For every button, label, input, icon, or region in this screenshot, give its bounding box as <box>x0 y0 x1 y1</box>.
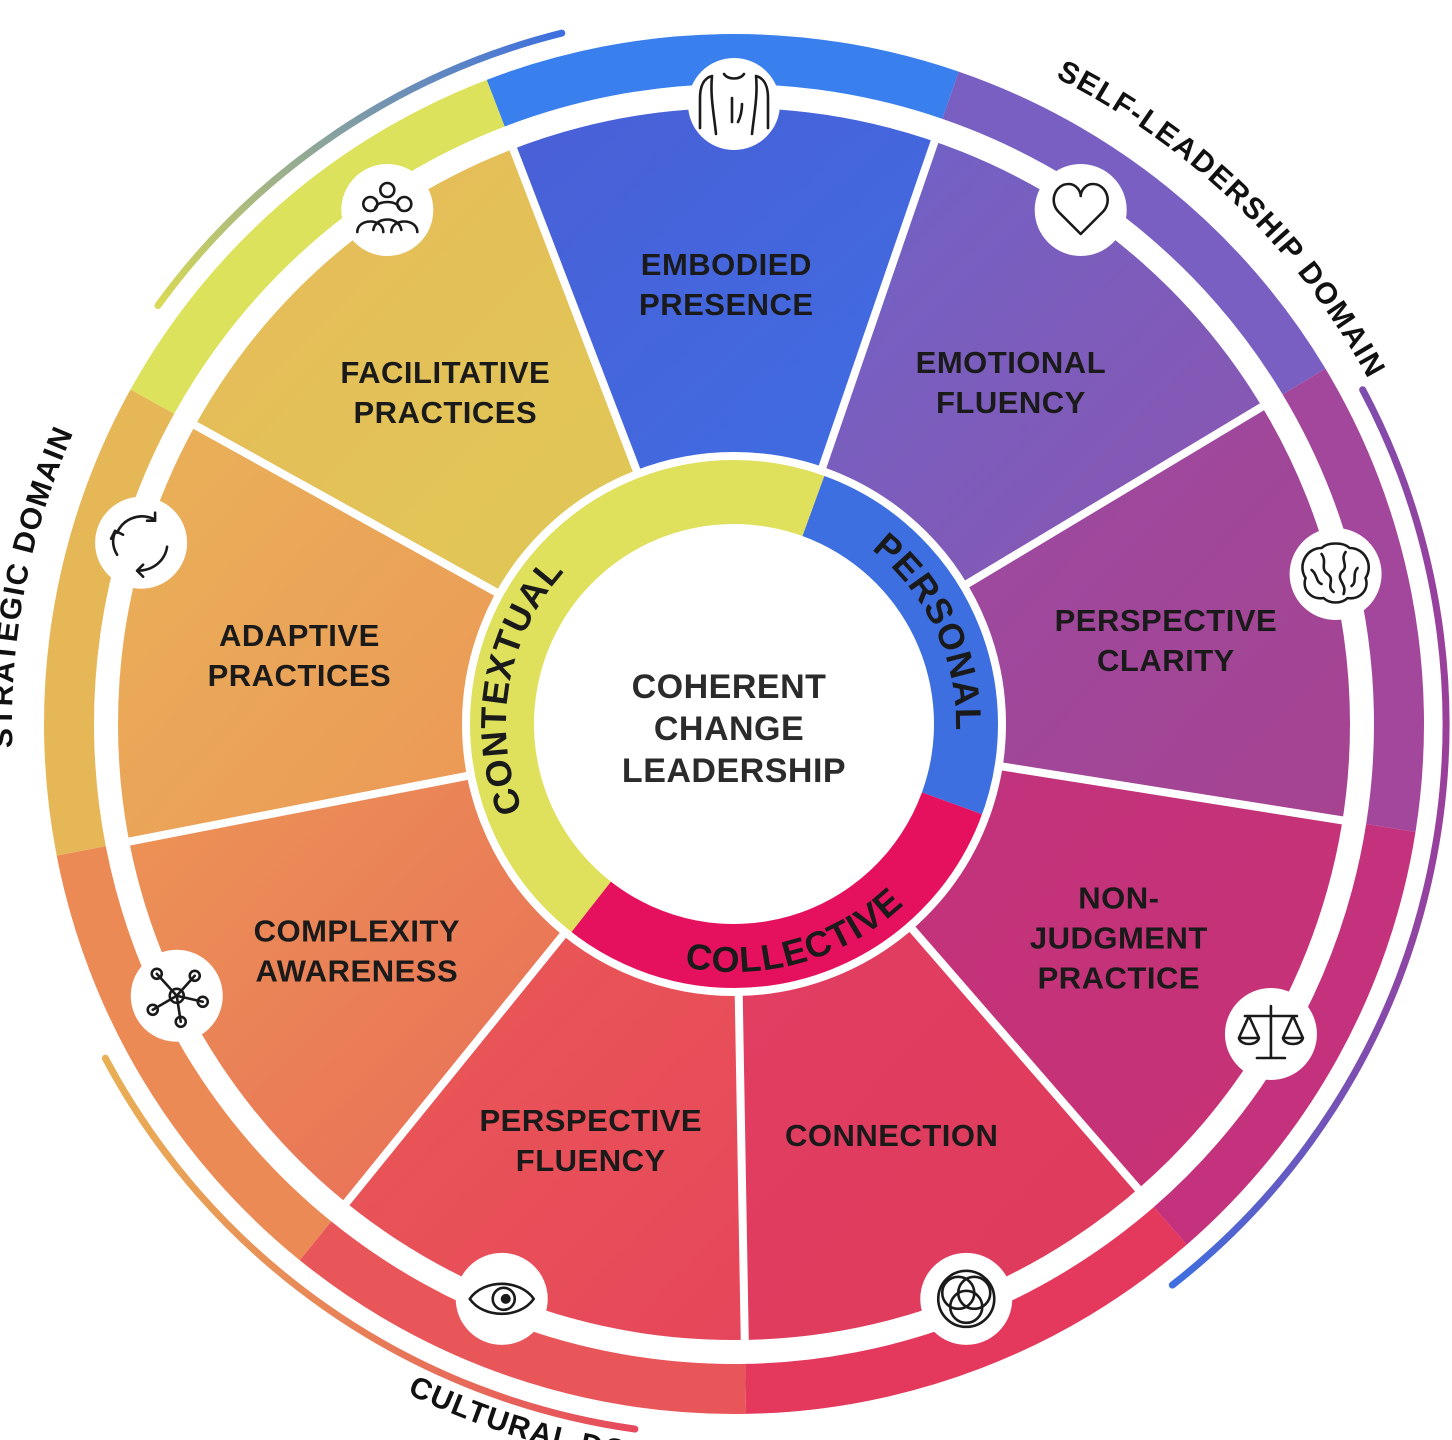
segment-label-line: CONNECTION <box>785 1118 998 1153</box>
outer-band-6 <box>299 1221 747 1414</box>
segment-label: CONNECTION <box>785 1118 998 1153</box>
segment-label-line: JUDGMENT <box>1030 920 1208 955</box>
brain-icon <box>1289 528 1382 621</box>
segment-divider <box>961 401 1268 590</box>
overlapping-circles-icon <box>920 1252 1013 1345</box>
segment-label-line: PRACTICES <box>208 658 392 693</box>
segment-label-line: ADAPTIVE <box>219 618 380 653</box>
scales-icon <box>1224 988 1317 1080</box>
center-line-1: COHERENT <box>632 668 827 706</box>
segment-label-line: EMBODIED <box>641 247 812 282</box>
center-title: COHERENT CHANGE LEADERSHIP <box>622 668 846 790</box>
segment-label: COMPLEXITY AWARENESS <box>254 914 461 989</box>
outer-band-3 <box>1282 368 1425 832</box>
segment-label: NON- JUDGMENT PRACTICE <box>1030 880 1208 995</box>
ring-collective <box>569 792 986 992</box>
segment-label-line: FACILITATIVE <box>340 355 550 390</box>
outer-band-8 <box>43 389 175 856</box>
strategic-domain-arc-top <box>154 29 566 309</box>
segment-emotional-fluency[interactable] <box>821 137 1266 586</box>
segment-label-line: AWARENESS <box>256 954 459 989</box>
eye-icon <box>455 1252 548 1345</box>
segment-label-line: FLUENCY <box>936 385 1086 420</box>
outer-band-2 <box>942 71 1326 395</box>
segment-divider <box>906 923 1144 1195</box>
center-line-2: CHANGE <box>654 710 804 748</box>
heart-icon <box>1034 163 1127 256</box>
segment-label-line: COMPLEXITY <box>254 914 461 949</box>
segment-label-line: PRESENCE <box>639 287 814 322</box>
body-torso-icon <box>688 58 780 150</box>
segment-label-line: PRACTICE <box>1038 960 1200 995</box>
segment-label-line: PERSPECTIVE <box>1055 603 1278 638</box>
segment-label: FACILITATIVE PRACTICES <box>340 355 550 430</box>
segment-divider <box>189 419 502 598</box>
segment-label: ADAPTIVE PRACTICES <box>208 618 392 693</box>
segment-complexity-awareness[interactable] <box>125 775 566 1206</box>
outer-band-5 <box>745 1207 1187 1414</box>
self-leadership-domain-arc <box>1168 386 1450 1289</box>
segment-label: EMBODIED PRESENCE <box>639 247 814 322</box>
segment-label: PERSPECTIVE FLUENCY <box>479 1103 702 1178</box>
ring-contextual <box>466 456 826 936</box>
segment-perspective-clarity[interactable] <box>963 404 1355 821</box>
segment-label-line: FLUENCY <box>516 1143 666 1178</box>
segment-label-line: CLARITY <box>1097 643 1235 678</box>
center-line-3: LEADERSHIP <box>622 752 846 790</box>
outer-band-9 <box>130 79 505 414</box>
segment-label: EMOTIONAL FLUENCY <box>916 345 1107 420</box>
segment-label-line: PERSPECTIVE <box>479 1103 702 1138</box>
segment-divider <box>508 143 642 476</box>
segment-divider <box>817 136 940 472</box>
segment-connection[interactable] <box>738 926 1141 1344</box>
center-disc <box>544 534 924 914</box>
segment-divider <box>998 761 1347 825</box>
segment-adaptive-practices[interactable] <box>114 423 500 843</box>
segment-embodied-presence[interactable] <box>511 103 936 474</box>
segment-perspective-fluency[interactable] <box>343 932 745 1344</box>
segment-label-line: PRACTICES <box>354 395 538 430</box>
segment-divider <box>124 771 472 847</box>
segment-divider <box>734 991 749 1344</box>
segment-label: PERSPECTIVE CLARITY <box>1055 603 1278 678</box>
segment-label-line: NON- <box>1078 880 1159 915</box>
outer-band-7 <box>56 846 332 1261</box>
outer-band-4 <box>1153 824 1416 1245</box>
ring-personal <box>802 472 1002 816</box>
cultural-domain-arc <box>101 1054 639 1433</box>
segment-label-line: EMOTIONAL <box>916 345 1107 380</box>
segment-divider <box>340 929 569 1209</box>
ring-outer-border <box>462 452 1006 996</box>
network-icon <box>130 949 223 1042</box>
cycle-arrows-icon <box>95 496 188 589</box>
group-people-icon <box>341 163 434 256</box>
